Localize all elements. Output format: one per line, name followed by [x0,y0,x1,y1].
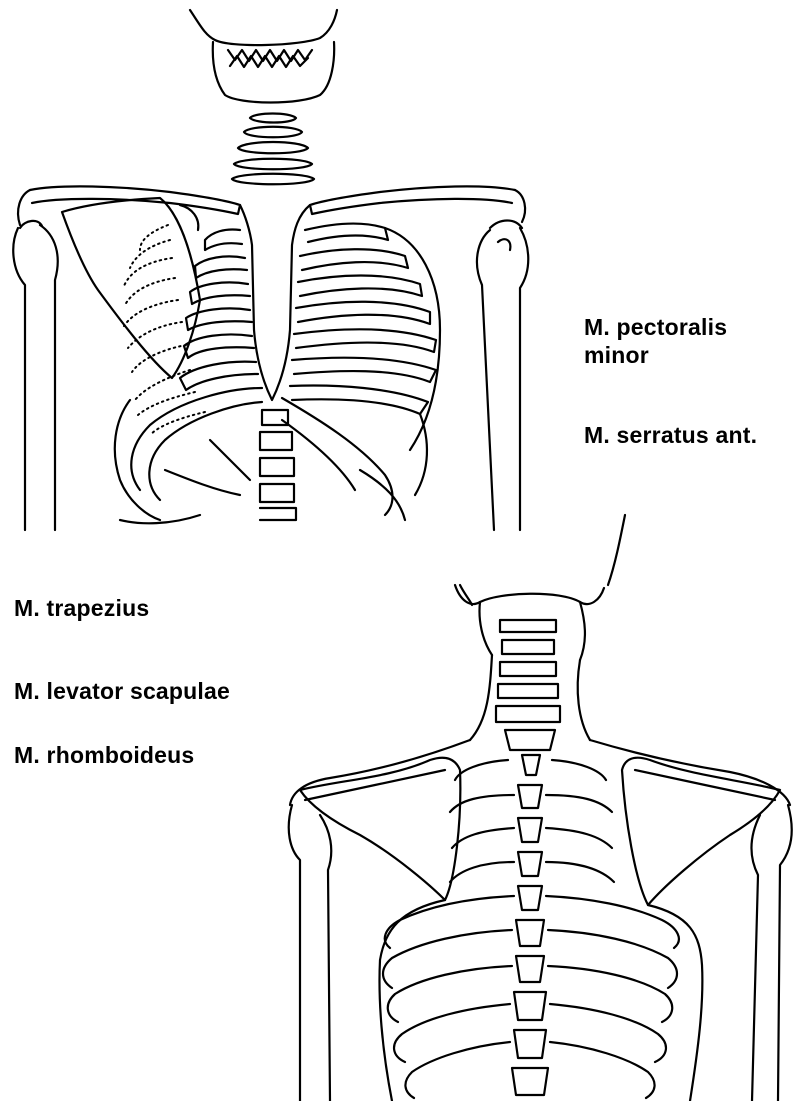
label-pectoralis-minor-line1: M. pectoralis [584,313,727,341]
spinous-process [514,1030,546,1058]
cervical-vertebra-back [498,684,558,698]
spinous-process [518,785,542,808]
label-pectoralis-minor-line2: minor [584,341,727,369]
neck-outline [578,660,590,740]
spinous-process [514,992,546,1020]
spinous-process [518,886,542,910]
humerus-back-left [778,805,792,1101]
rib-back-right [383,930,512,988]
spinous-process [518,818,542,842]
rib-back-left [548,930,677,988]
cervical-vertebra-back [500,620,556,632]
ribcage-back-left-outline [648,905,702,1101]
rib-back-right [452,828,514,848]
rib-back-left [550,1042,655,1098]
rib-back-right [455,760,508,780]
occiput [455,585,604,604]
rib-back-right [405,1042,510,1098]
skull-base [608,515,625,585]
rib-back-left [552,760,606,780]
label-rhomboideus: M. rhomboideus [14,741,194,769]
spinous-process [516,920,544,946]
rib-back-right [450,862,514,882]
rib-back-left [546,862,614,882]
cervical-vertebra-back [500,662,556,676]
humerus-back-right [289,805,300,1101]
thoracic-spine [505,730,555,750]
spinous-process [516,956,544,982]
label-levator-scapulae: M. levator scapulae [14,677,230,705]
cervical-vertebra-back [502,640,554,654]
humerus-back-left-inner [751,815,760,1101]
spinous-process [518,852,542,876]
spinous-process [522,755,540,775]
mandible-back [480,602,493,655]
spinous-process [512,1068,548,1095]
label-pectoralis-minor: M. pectoralis minor [584,313,727,369]
rib-back-left [546,828,612,848]
label-serratus-anterior: M. serratus ant. [584,421,757,449]
cervical-vertebra-back [496,706,560,722]
shoulder-right [290,740,470,805]
label-trapezius: M. trapezius [14,594,149,622]
rib-back-left [546,896,679,948]
humerus-back-right-inner [320,815,331,1101]
rib-back-right [385,896,514,948]
neck-outline [470,655,492,740]
rib-back-left [546,795,612,812]
mandible-back [580,602,585,660]
